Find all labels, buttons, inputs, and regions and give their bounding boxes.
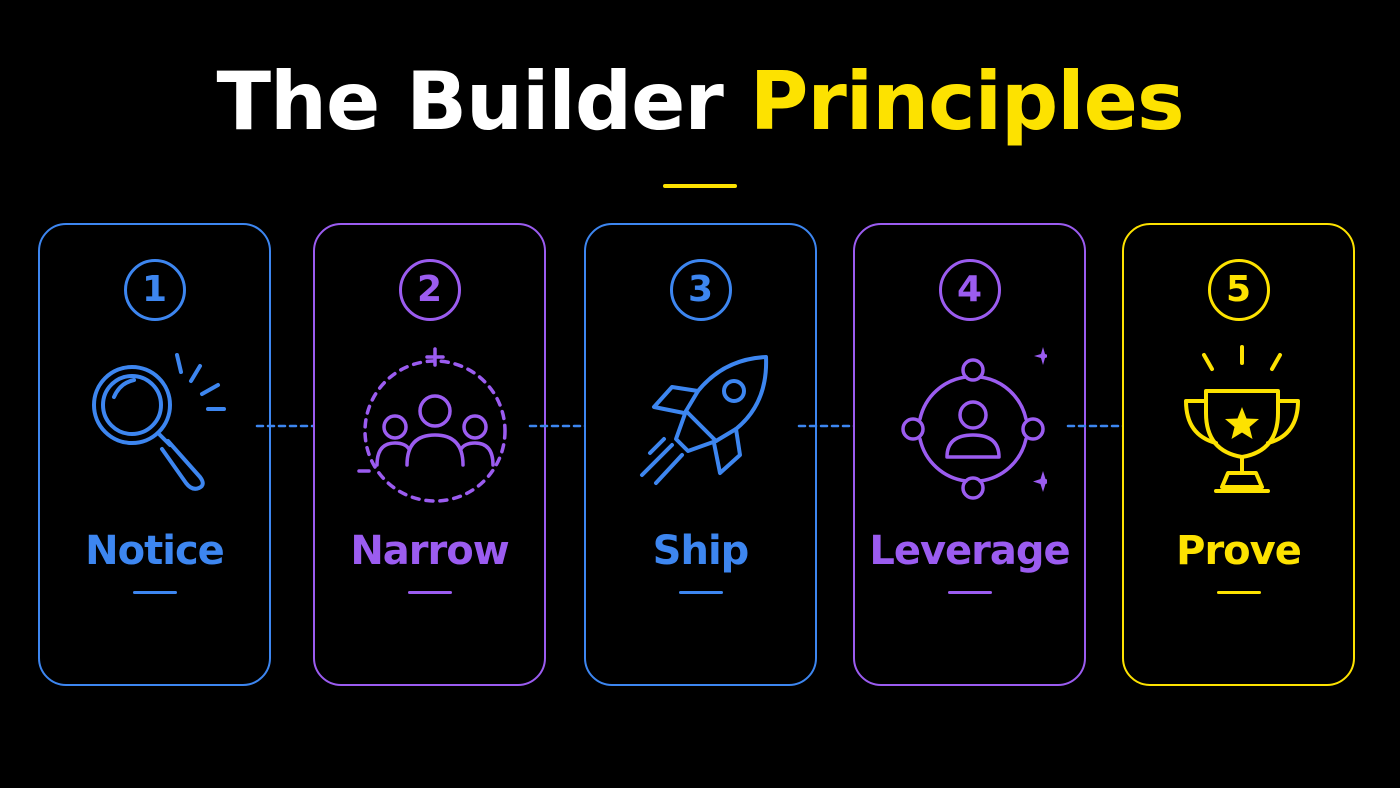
step-label: Leverage (869, 528, 1070, 574)
step-number-badge: 1 (123, 259, 186, 321)
group-target-icon (357, 347, 507, 503)
step-number-badge: 3 (669, 259, 732, 321)
step-number-badge: 4 (938, 259, 1001, 321)
label-underline (407, 591, 452, 594)
step-label: Prove (1176, 528, 1302, 574)
step-card-ship: 3 Ship (584, 223, 817, 686)
trophy-icon (1184, 345, 1300, 493)
step-label: Notice (85, 528, 225, 574)
label-underline (132, 591, 177, 594)
step-label: Narrow (350, 528, 509, 574)
step-card-prove: 5 Prove (1122, 223, 1355, 686)
step-label: Ship (652, 528, 750, 574)
step-card-leverage: 4 Leverage (853, 223, 1086, 686)
label-underline (947, 591, 992, 594)
magnifier-icon (92, 353, 226, 491)
title-part-white: The Builder (216, 55, 723, 148)
network-person-icon (901, 347, 1047, 500)
step-number-badge: 2 (398, 259, 461, 321)
title-underline (663, 184, 737, 188)
title-part-yellow: Principles (749, 55, 1185, 148)
step-card-notice: 1 Notice (38, 223, 271, 686)
label-underline (1216, 591, 1261, 594)
label-underline (678, 591, 723, 594)
page-title: The Builder Principles (0, 52, 1400, 152)
step-number-badge: 5 (1207, 259, 1270, 321)
rocket-icon (640, 355, 769, 485)
step-card-narrow: 2 Narrow (313, 223, 546, 686)
